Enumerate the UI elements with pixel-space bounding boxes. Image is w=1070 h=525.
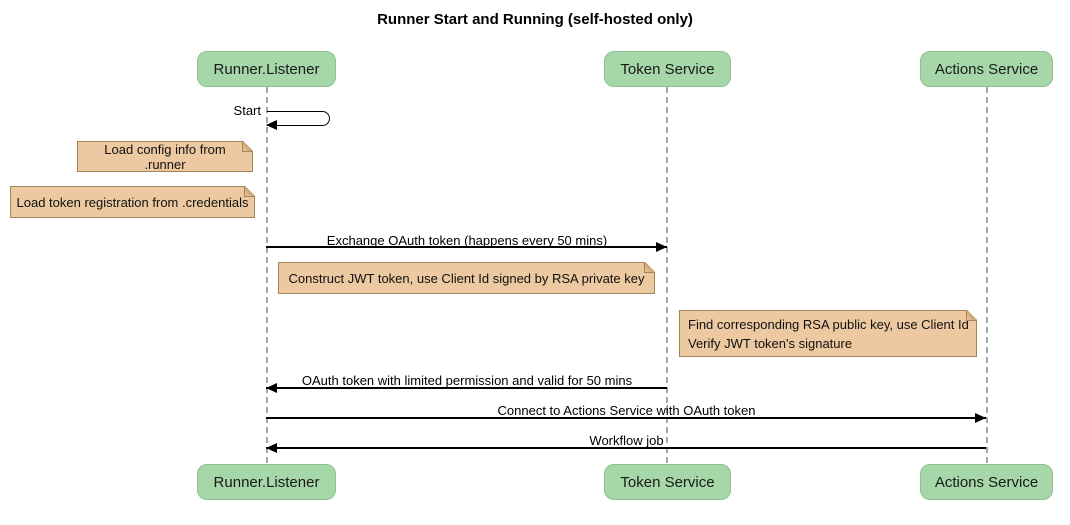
message-line [266, 246, 667, 248]
actor-label: Actions Service [934, 473, 1039, 491]
note-load-config: Load config info from .runner [77, 141, 253, 172]
actor-token-service-top: Token Service [604, 51, 731, 87]
message-label-start: Start [233, 103, 261, 118]
note-fold-icon [242, 141, 253, 152]
note-construct-jwt: Construct JWT token, use Client Id signe… [278, 262, 655, 294]
note-fold-icon [244, 186, 255, 197]
note-text: Load token registration from .credential… [16, 194, 249, 210]
note-find-rsa: Find corresponding RSA public key, use C… [679, 310, 977, 357]
lifeline-token-service [666, 87, 668, 465]
actor-actions-service-bottom: Actions Service [920, 464, 1053, 500]
note-load-token-registration: Load token registration from .credential… [10, 186, 255, 218]
note-text: Load config info from .runner [104, 141, 226, 172]
message-label-oauth-return: OAuth token with limited permission and … [301, 373, 633, 388]
note-fold-icon [966, 310, 977, 321]
actor-label: Token Service [620, 473, 715, 491]
message-line [266, 387, 667, 389]
arrowhead-left-icon [266, 443, 277, 453]
message-line [266, 447, 986, 449]
actor-actions-service-top: Actions Service [920, 51, 1053, 87]
diagram-title: Runner Start and Running (self-hosted on… [377, 11, 693, 28]
message-line [266, 417, 986, 419]
actor-runner-listener-bottom: Runner.Listener [197, 464, 336, 500]
actor-runner-listener-top: Runner.Listener [197, 51, 336, 87]
actor-label: Runner.Listener [213, 473, 320, 491]
arrowhead-right-icon [975, 413, 986, 423]
actor-label: Runner.Listener [213, 60, 320, 78]
note-text: Construct JWT token, use Client Id signe… [288, 270, 645, 286]
self-message-loop [267, 111, 330, 126]
arrowhead-left-icon [266, 383, 277, 393]
lifeline-runner-listener [266, 87, 268, 465]
arrowhead-right-icon [656, 242, 667, 252]
note-fold-icon [644, 262, 655, 273]
lifeline-actions-service [986, 87, 988, 465]
note-text-line2: Verify JWT token's signature [688, 335, 853, 351]
message-label-exchange-oauth: Exchange OAuth token (happens every 50 m… [326, 233, 608, 248]
message-label-connect-actions: Connect to Actions Service with OAuth to… [497, 403, 756, 418]
actor-label: Token Service [620, 60, 715, 78]
actor-token-service-bottom: Token Service [604, 464, 731, 500]
message-label-workflow-job: Workflow job [589, 433, 664, 448]
note-text-line1: Find corresponding RSA public key, use C… [688, 316, 969, 332]
actor-label: Actions Service [934, 60, 1039, 78]
arrowhead-left-icon [266, 120, 277, 130]
